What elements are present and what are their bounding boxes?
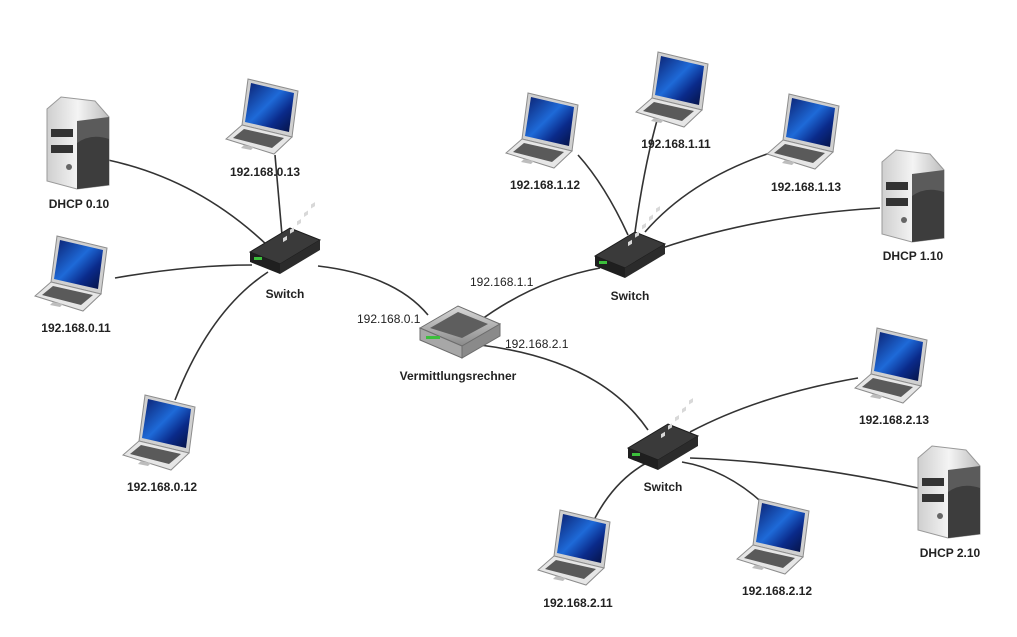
laptop-1-12-icon — [504, 92, 579, 169]
link-switch2-laptop211 — [594, 461, 649, 519]
laptop-label-2-13: 192.168.2.13 — [858, 413, 930, 427]
interface-label-0: 192.168.0.1 — [357, 312, 421, 326]
laptop-label-0-11: 192.168.0.11 — [41, 321, 111, 335]
server-dhcp2-icon — [917, 445, 981, 539]
link-switch1-laptop113 — [644, 152, 771, 233]
laptop-0-12-icon — [121, 394, 196, 471]
server-label-dhcp0: DHCP 0.10 — [48, 197, 110, 211]
laptop-0-13-icon — [224, 78, 299, 155]
link-switch2-laptop212 — [681, 461, 771, 511]
router-icon — [418, 305, 502, 359]
link-switch0-laptop011 — [114, 264, 253, 279]
switch-0-icon — [248, 202, 322, 274]
server-label-dhcp2: DHCP 2.10 — [919, 546, 981, 560]
laptop-2-12-icon — [735, 498, 810, 575]
link-switch0-router — [317, 265, 429, 316]
link-switch0-laptop012 — [174, 271, 269, 401]
link-router-switch1 — [477, 267, 601, 323]
interface-label-1: 192.168.1.1 — [470, 275, 534, 289]
link-switch2-dhcp2 — [689, 457, 919, 489]
server-label-dhcp1: DHCP 1.10 — [882, 249, 944, 263]
laptop-label-0-12: 192.168.0.12 — [126, 480, 198, 494]
laptop-0-11-icon — [33, 235, 108, 312]
link-switch1-dhcp1 — [661, 207, 881, 249]
laptop-2-11-icon — [536, 509, 611, 586]
link-router-switch2 — [479, 344, 649, 431]
laptop-label-1-11: 192.168.1.11 — [641, 137, 711, 151]
switch-label-2: Switch — [643, 480, 683, 494]
laptop-label-0-13: 192.168.0.13 — [229, 165, 301, 179]
laptop-label-1-13: 192.168.1.13 — [770, 180, 842, 194]
switch-1-icon — [593, 206, 667, 278]
server-dhcp0-icon — [46, 96, 110, 190]
switch-2-icon — [626, 398, 700, 470]
switch-label-0: Switch — [265, 287, 305, 301]
server-dhcp1-icon — [881, 149, 945, 243]
link-switch2-laptop213 — [689, 377, 859, 433]
router-label: Vermittlungsrechner — [399, 369, 517, 383]
laptop-2-13-icon — [853, 327, 928, 404]
laptop-label-2-11: 192.168.2.11 — [543, 596, 613, 610]
link-switch1-laptop111 — [634, 109, 661, 233]
laptop-label-1-12: 192.168.1.12 — [509, 178, 581, 192]
link-switch1-laptop112 — [577, 154, 629, 236]
switch-label-1: Switch — [610, 289, 650, 303]
laptop-1-11-icon — [634, 51, 709, 128]
interface-label-2: 192.168.2.1 — [505, 337, 569, 351]
link-switch0-dhcp0 — [107, 159, 271, 249]
link-switch0-laptop013 — [274, 154, 283, 236]
laptop-label-2-12: 192.168.2.12 — [741, 584, 813, 598]
laptop-1-13-icon — [765, 93, 840, 170]
